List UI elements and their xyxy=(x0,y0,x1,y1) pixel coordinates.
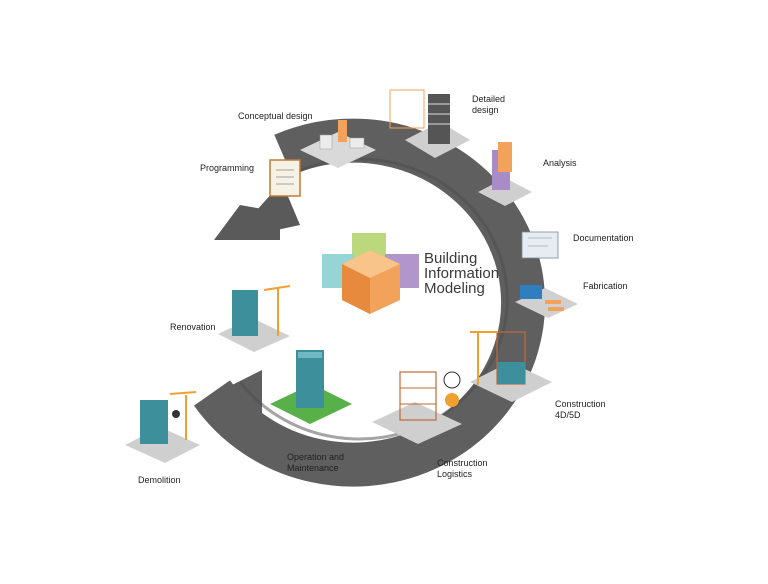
label-conceptual-design: Conceptual design xyxy=(238,111,313,121)
lifecycle-ring xyxy=(194,118,546,487)
label-documentation: Documentation xyxy=(573,233,634,243)
construction-4d5d-illustration xyxy=(470,331,552,402)
label-programming: Programming xyxy=(200,163,255,173)
demolition-illustration xyxy=(125,391,200,463)
label-renovation: Renovation xyxy=(170,322,216,332)
label-demolition: Demolition xyxy=(138,475,181,485)
operation-maintenance-illustration xyxy=(270,350,352,424)
analysis-illustration xyxy=(478,142,532,206)
fabrication-illustration xyxy=(515,285,578,318)
detailed-design-illustration xyxy=(389,89,470,158)
bim-cube-logo xyxy=(322,233,419,314)
label-construction-logistics: Construction Logistics xyxy=(437,458,488,479)
renovation-illustration xyxy=(218,285,291,352)
ring-band xyxy=(194,118,546,487)
ring-tail-lower xyxy=(212,370,262,420)
label-construction-4d5d: Construction 4D/5D xyxy=(555,399,606,420)
documentation-illustration xyxy=(521,231,559,259)
construction-logistics-illustration xyxy=(372,371,462,444)
label-fabrication: Fabrication xyxy=(583,281,628,291)
label-analysis: Analysis xyxy=(543,158,577,168)
label-operation-maintenance: Operation and Maintenance xyxy=(287,452,345,473)
conceptual-design-illustration xyxy=(300,120,376,168)
label-detailed-design: Detailed design xyxy=(472,94,506,115)
center-title: Building Information Modeling xyxy=(424,250,500,297)
programming-illustration xyxy=(269,159,301,197)
ring-inner-edge xyxy=(238,157,509,441)
